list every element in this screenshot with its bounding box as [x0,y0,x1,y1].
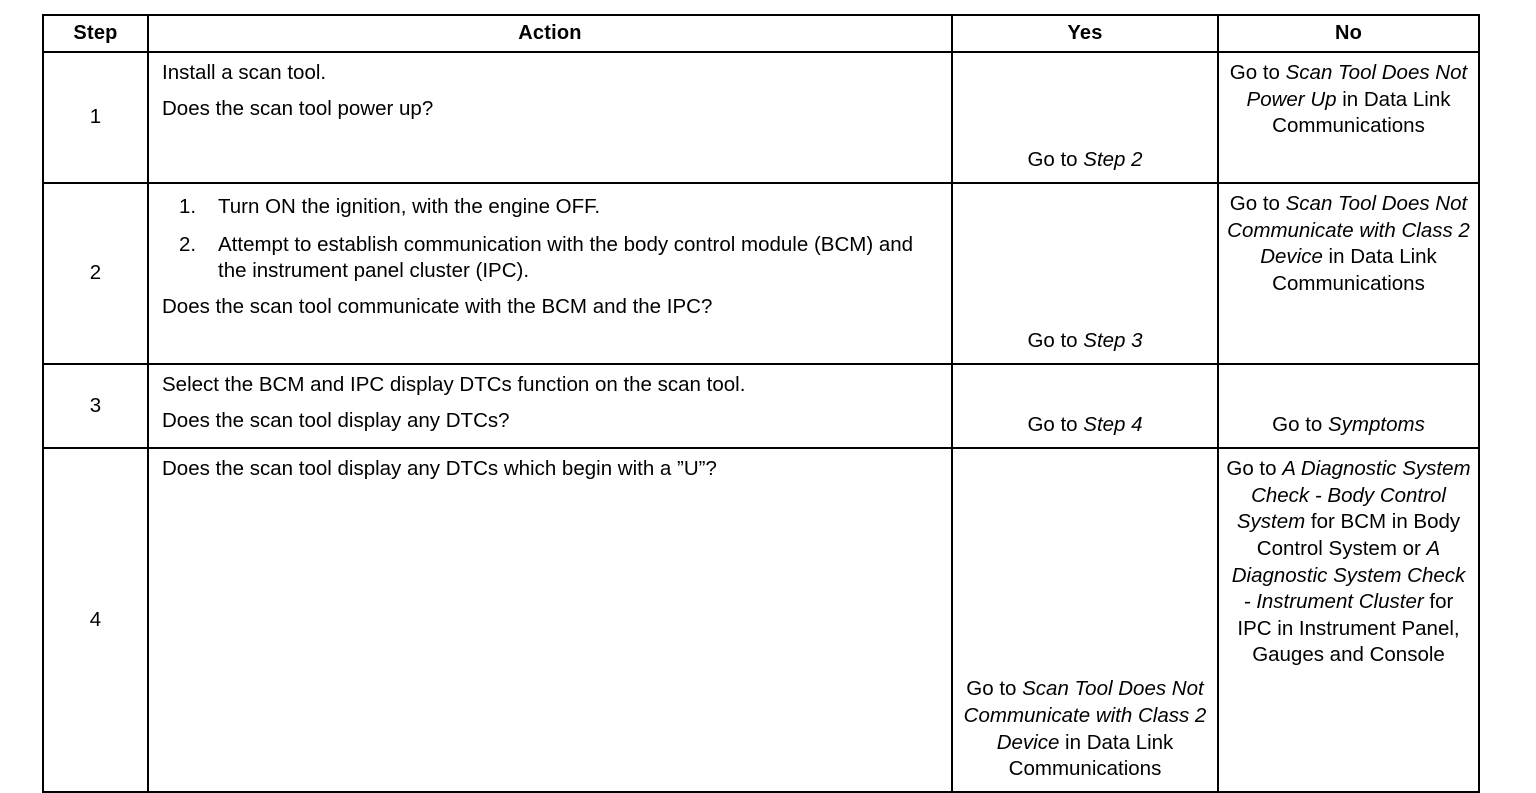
answer-prefix: Go to [1272,413,1328,437]
answer-prefix: Go to [1027,413,1084,437]
table-header: Step Action Yes No [42,14,1480,53]
answer-prefix: Go to [1027,148,1084,172]
step-number-cell: 2 [42,182,149,365]
answer-prefix: Go to [1229,61,1286,84]
action-question-line: Does the scan tool display any DTCs whic… [162,457,717,480]
answer-suffix: for BCM in Body Control System or [1256,510,1461,560]
diagnostic-steps-table: Step Action Yes No 1 Install a scan tool… [42,14,1480,793]
answer-reference: Scan Tool Does Not Communicate with Clas… [963,677,1207,754]
no-answer-cell: Go to Symptoms [1217,363,1480,449]
action-text-line: Select the BCM and IPC display DTCs func… [162,373,746,396]
no-answer-cell: Go to Scan Tool Does Not Power Up in Dat… [1217,51,1480,184]
answer-prefix: Go to [1226,457,1283,480]
table-row: 3 Select the BCM and IPC display DTCs fu… [42,363,1480,449]
step-number-cell: 1 [42,51,149,184]
answer-suffix: in Data Link Communications [1272,87,1451,138]
action-cell: Install a scan tool. Does the scan tool … [147,51,953,184]
action-question-line: Does the scan tool power up? [162,96,434,120]
answer-prefix: Go to [1027,329,1084,353]
action-text-line: Install a scan tool. [162,61,327,84]
answer-reference: Scan Tool Does Not Communicate with Clas… [1227,192,1470,269]
step-number-cell: 3 [42,363,149,449]
table-row: 4 Does the scan tool display any DTCs wh… [42,447,1480,793]
answer-prefix: Go to [966,677,1023,701]
no-answer-text: Go to Scan Tool Does Not Power Up in Dat… [1226,60,1471,140]
yes-answer-cell: Go to Step 3 [951,182,1219,365]
column-header-yes: Yes [951,14,1219,53]
action-step-list: Turn ON the ignition, with the engine OF… [162,194,945,285]
answer-suffix: in Data Link Communications [1272,245,1437,295]
answer-reference: Step 2 [1083,148,1143,172]
column-header-no: No [1217,14,1480,53]
answer-suffix: in Data Link Communications [1008,730,1174,781]
table-body: 1 Install a scan tool. Does the scan too… [42,51,1480,793]
table-header-row: Step Action Yes No [42,14,1480,53]
answer-reference: A Diagnostic System Check - Body Control… [1236,457,1471,534]
action-question-line: Does the scan tool display any DTCs? [162,408,510,432]
answer-reference: Step 3 [1083,329,1143,353]
answer-reference: Step 4 [1083,413,1143,437]
yes-answer-text: Go to Step 3 [961,328,1209,355]
column-header-step: Step [42,14,149,53]
yes-answer-text: Go to Scan Tool Does Not Communicate wit… [961,676,1209,783]
list-item: Turn ON the ignition, with the engine OF… [179,194,601,220]
step-number-cell: 4 [42,447,149,793]
no-answer-cell: Go to Scan Tool Does Not Communicate wit… [1217,182,1480,365]
action-question-line: Does the scan tool communicate with the … [162,294,713,318]
no-answer-text: Go to Scan Tool Does Not Communicate wit… [1226,191,1471,298]
column-header-action: Action [147,14,953,53]
action-cell: Does the scan tool display any DTCs whic… [147,447,953,793]
list-item: Attempt to establish communication with … [179,232,914,283]
yes-answer-text: Go to Step 4 [961,412,1209,439]
no-answer-text: Go to Symptoms [1226,412,1471,439]
no-answer-cell: Go to A Diagnostic System Check - Body C… [1217,447,1480,793]
table-row: 1 Install a scan tool. Does the scan too… [42,51,1480,184]
answer-prefix: Go to [1229,192,1286,215]
no-answer-text: Go to A Diagnostic System Check - Body C… [1226,456,1471,669]
yes-answer-cell: Go to Step 2 [951,51,1219,184]
yes-answer-text: Go to Step 2 [961,147,1209,174]
table-row: 2 Turn ON the ignition, with the engine … [42,182,1480,365]
answer-suffix-secondary: for IPC in Instrument Panel, Gauges and … [1237,590,1460,667]
answer-reference-secondary: A Diagnostic System Check - Instrument C… [1231,536,1466,614]
action-cell: Select the BCM and IPC display DTCs func… [147,363,953,449]
yes-answer-cell: Go to Step 4 [951,363,1219,449]
yes-answer-cell: Go to Scan Tool Does Not Communicate wit… [951,447,1219,793]
answer-reference: Symptoms [1328,413,1425,437]
action-cell: Turn ON the ignition, with the engine OF… [147,182,953,365]
answer-reference: Scan Tool Does Not Power Up [1246,61,1468,111]
